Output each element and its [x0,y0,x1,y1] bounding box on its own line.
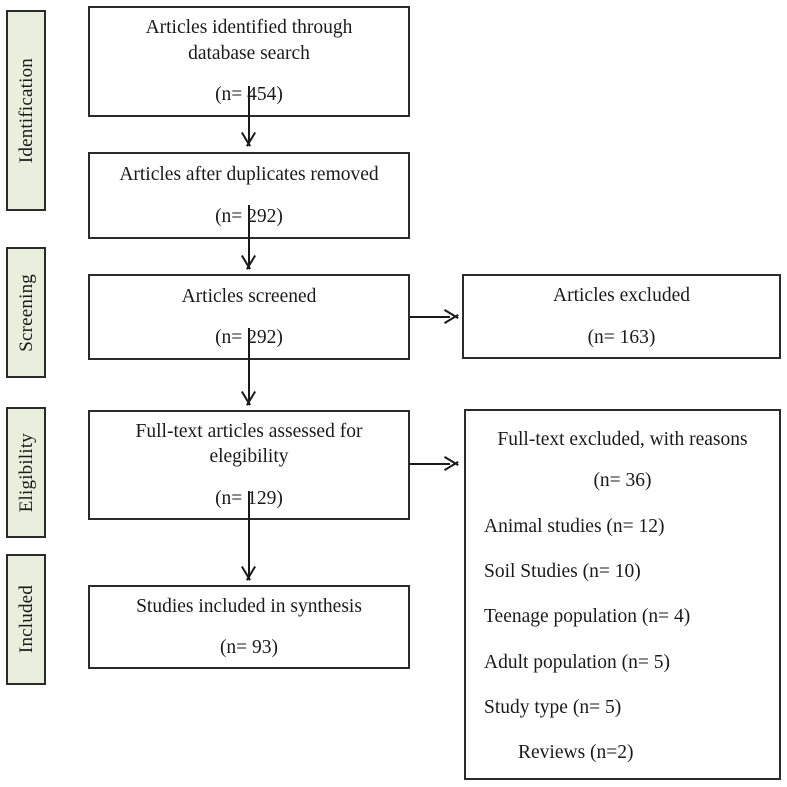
arrowhead-identified-to-deduplicated [240,133,257,148]
exclusion-reason-study-type: Study type (n= 5) [484,697,622,719]
fulltext-excluded-heading: Full-text excluded, with reasons [497,429,748,450]
exclusion-reason-adult-population: Adult population (n= 5) [484,651,670,673]
exclusion-box-fulltext-excluded: Full-text excluded, with reasons (n= 36)… [464,409,781,780]
stage-label-included: Included [6,554,46,685]
exclusion-box-articles-excluded: Articles excluded (n= 163) [462,274,781,359]
exclusion-reason-teenage-population: Teenage population (n= 4) [484,606,691,628]
articles-screened-line1: Articles screened [181,285,317,307]
stage-label-screening: Screening [6,247,46,378]
fulltext-assessed-line1: Full-text articles assessed for [135,420,363,442]
arrowhead-fulltext-to-included [240,567,257,582]
studies-included-count: (n= 93) [219,637,279,658]
stage-label-identification: Identification [6,10,46,211]
stage-label-included-text: Included [15,585,37,654]
connector-deduplicated-to-screened [248,205,250,269]
arrowhead-screened-to-excluded [445,308,460,325]
exclusion-reason-animal-studies: Animal studies (n= 12) [484,515,665,537]
arrowhead-screened-to-fulltext [240,392,257,407]
connector-screened-to-excluded [410,316,450,318]
articles-identified-line2: database search [188,42,310,64]
arrowhead-deduplicated-to-screened [240,256,257,271]
articles-identified-line1: Articles identified through [145,17,353,39]
connector-fulltext-to-excluded [410,463,450,465]
stage-label-eligibility-text: Eligibility [15,432,37,513]
stage-label-screening-text: Screening [15,273,37,352]
exclusion-reason-reviews: Reviews (n=2) [518,742,634,764]
stage-label-eligibility: Eligibility [6,407,46,538]
connector-screened-to-fulltext [248,328,250,405]
stage-label-identification-text: Identification [15,57,37,164]
duplicates-removed-line1: Articles after duplicates removed [119,164,379,186]
articles-excluded-line1: Articles excluded [553,285,690,307]
studies-included-line1: Studies included in synthesis [136,595,362,617]
exclusion-reason-soil-studies: Soil Studies (n= 10) [484,561,641,583]
fulltext-excluded-count: (n= 36) [593,470,652,492]
flow-box-studies-included: Studies included in synthesis (n= 93) [88,585,410,669]
connector-fulltext-to-included [248,491,250,580]
fulltext-assessed-line2: elegibility [209,446,289,468]
articles-excluded-count: (n= 163) [587,326,656,348]
arrowhead-fulltext-to-excluded [445,455,460,472]
connector-identified-to-deduplicated [248,86,250,144]
